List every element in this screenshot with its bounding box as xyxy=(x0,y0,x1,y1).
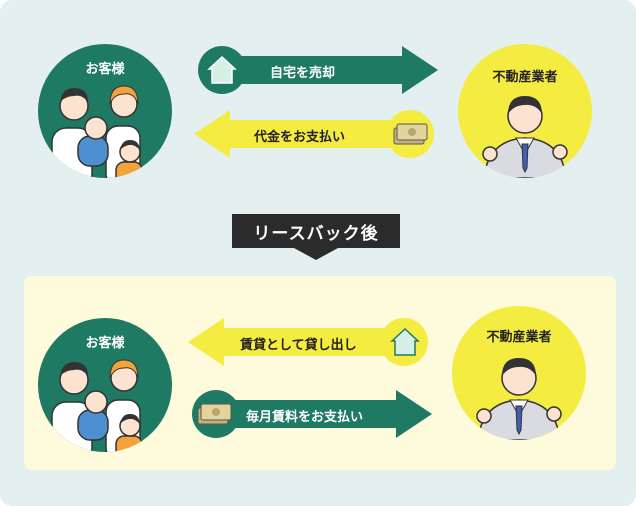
agent-label-top: 不動産業者 xyxy=(492,70,558,85)
rent-out-arrow xyxy=(188,318,428,366)
rent-out-label: 賃貸として貸し出し xyxy=(240,338,357,353)
payment-arrow xyxy=(194,110,434,158)
customer-label-bottom: お客様 xyxy=(85,336,125,351)
leaseback-pointer xyxy=(294,248,338,260)
customer-circle-bottom: お客様 xyxy=(38,318,172,452)
agent-circle-bottom: 不動産業者 xyxy=(452,306,586,440)
agent-circle-top: 不動産業者 xyxy=(458,44,592,178)
businessman-illustration-bottom xyxy=(476,358,562,440)
money-icon xyxy=(393,123,428,145)
agent-label-bottom: 不動産業者 xyxy=(486,330,552,345)
sell-home-arrow xyxy=(198,46,438,94)
monthly-rent-label: 毎月賃料をお支払い xyxy=(246,410,364,425)
payment-label: 代金をお支払い xyxy=(254,130,346,145)
businessman-illustration xyxy=(482,96,568,178)
customer-label-top: お客様 xyxy=(85,62,125,77)
customer-circle-top: お客様 xyxy=(38,44,172,178)
sell-home-label: 自宅を売却 xyxy=(270,66,336,81)
family-illustration xyxy=(51,85,143,178)
money-icon-bottom xyxy=(197,403,232,425)
leaseback-label: リースバック後 xyxy=(232,214,400,248)
monthly-rent-arrow xyxy=(192,390,432,438)
house-icon xyxy=(207,55,237,84)
house-icon-bottom xyxy=(390,327,420,356)
family-illustration-bottom xyxy=(51,359,143,452)
